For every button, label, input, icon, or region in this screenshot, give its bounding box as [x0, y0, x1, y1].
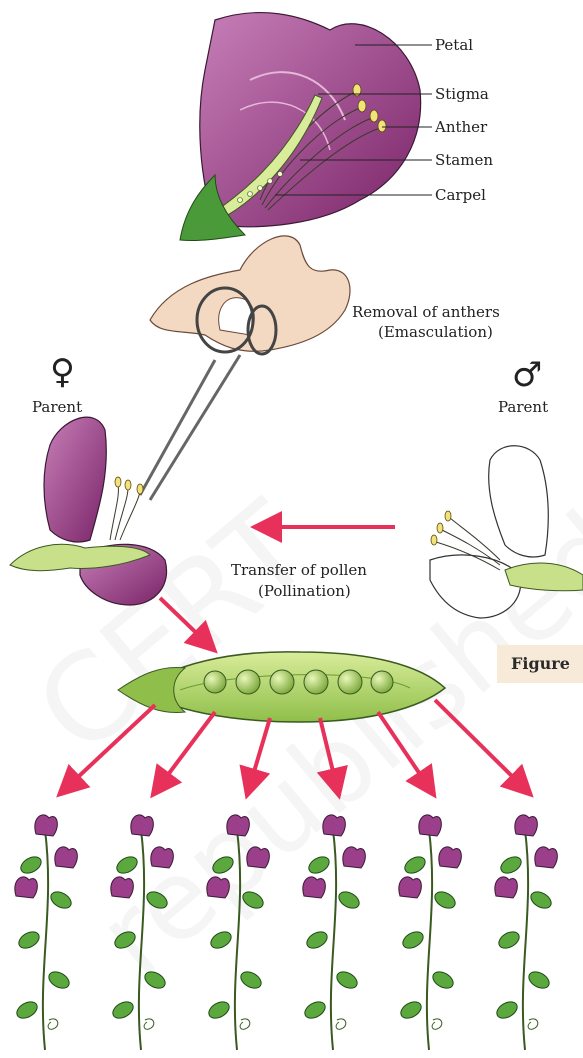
label-pollination: (Pollination)	[258, 582, 351, 600]
offspring-plant-4	[302, 815, 365, 1050]
plant-leaf	[432, 888, 458, 911]
offspring-arrow-4	[320, 718, 338, 792]
plant-flower	[495, 877, 518, 898]
plant-flower	[419, 815, 442, 836]
male-sepal	[505, 563, 583, 591]
label-stamen: Stamen	[435, 151, 493, 169]
pea-4	[304, 670, 328, 694]
label-carpel: Carpel	[435, 186, 486, 204]
plant-leaf	[336, 888, 362, 911]
plant-flower	[131, 815, 154, 836]
offspring-plant-3	[206, 815, 269, 1050]
male-parent-flower	[430, 446, 583, 618]
plant-leaf	[528, 888, 554, 911]
female-parent-flower	[10, 417, 167, 605]
hand-with-scissors	[140, 236, 350, 500]
plant-leaf	[398, 998, 424, 1021]
offspring-plant-2	[110, 815, 173, 1050]
plant-leaf	[16, 928, 42, 951]
plant-leaf	[48, 888, 74, 911]
plant-flower	[151, 847, 174, 868]
plant-leaf	[208, 928, 234, 951]
offspring-plants	[14, 815, 557, 1050]
arrow-to-pod	[160, 598, 212, 648]
plant-flower	[439, 847, 462, 868]
figure-tag: Figure	[497, 645, 583, 683]
plant-leaf	[494, 998, 520, 1021]
label-anther: Anther	[435, 118, 487, 136]
plant-flower	[535, 847, 558, 868]
plant-leaf	[526, 968, 552, 991]
pea-2	[236, 670, 260, 694]
pea-5	[338, 670, 362, 694]
female-symbol: ♀	[50, 355, 75, 389]
plant-leaf	[112, 928, 138, 951]
plant-leaf	[334, 968, 360, 991]
plant-leaf	[240, 888, 266, 911]
pea-pod	[118, 652, 445, 722]
plant-leaf	[400, 928, 426, 951]
plant-leaf	[14, 998, 40, 1021]
offspring-plant-6	[494, 815, 557, 1050]
plant-leaf	[206, 998, 232, 1021]
pea-3	[270, 670, 294, 694]
offspring-plant-5	[398, 815, 461, 1050]
plant-flower	[399, 877, 422, 898]
plant-leaf	[402, 853, 428, 876]
label-transfer-of-pollen: Transfer of pollen	[231, 561, 367, 579]
plant-leaf	[18, 853, 44, 876]
scissors-blade-2	[150, 355, 240, 500]
offspring-arrow-2	[155, 712, 215, 792]
offspring-plant-1	[14, 815, 77, 1050]
plant-flower	[207, 877, 230, 898]
plant-leaf	[142, 968, 168, 991]
label-male-parent: Parent	[498, 398, 548, 416]
plant-leaf	[238, 968, 264, 991]
plant-flower	[343, 847, 366, 868]
plant-flower	[35, 815, 58, 836]
plant-leaf	[144, 888, 170, 911]
label-emasculation: (Emasculation)	[378, 323, 493, 341]
pea-6	[371, 671, 393, 693]
male-petal-upper	[489, 446, 549, 557]
plant-flower	[15, 877, 38, 898]
label-female-parent: Parent	[32, 398, 82, 416]
plant-leaf	[210, 853, 236, 876]
scissors-blade-1	[140, 360, 215, 495]
plant-leaf	[46, 968, 72, 991]
plant-flower	[111, 877, 134, 898]
male-symbol: ♂	[512, 358, 542, 392]
offspring-arrow-3	[248, 718, 270, 792]
label-petal: Petal	[435, 36, 473, 54]
top-flower	[180, 13, 432, 241]
plant-flower	[303, 877, 326, 898]
male-petal-lower	[430, 555, 521, 618]
plant-leaf	[302, 998, 328, 1021]
plant-flower	[227, 815, 250, 836]
plant-leaf	[498, 853, 524, 876]
plant-leaf	[496, 928, 522, 951]
pea-1	[204, 671, 226, 693]
plant-flower	[515, 815, 538, 836]
female-petal-upper	[44, 417, 106, 542]
plant-leaf	[304, 928, 330, 951]
plant-flower	[247, 847, 270, 868]
plant-leaf	[110, 998, 136, 1021]
plant-leaf	[114, 853, 140, 876]
figure-tag-text: Figure	[511, 654, 570, 673]
label-removal-of-anthers: Removal of anthers	[352, 303, 500, 321]
offspring-arrow-5	[378, 712, 432, 792]
plant-flower	[323, 815, 346, 836]
offspring-arrow-6	[435, 700, 528, 792]
offspring-arrow-1	[62, 705, 155, 792]
label-stigma: Stigma	[435, 85, 489, 103]
plant-flower	[55, 847, 78, 868]
plant-leaf	[306, 853, 332, 876]
plant-leaf	[430, 968, 456, 991]
